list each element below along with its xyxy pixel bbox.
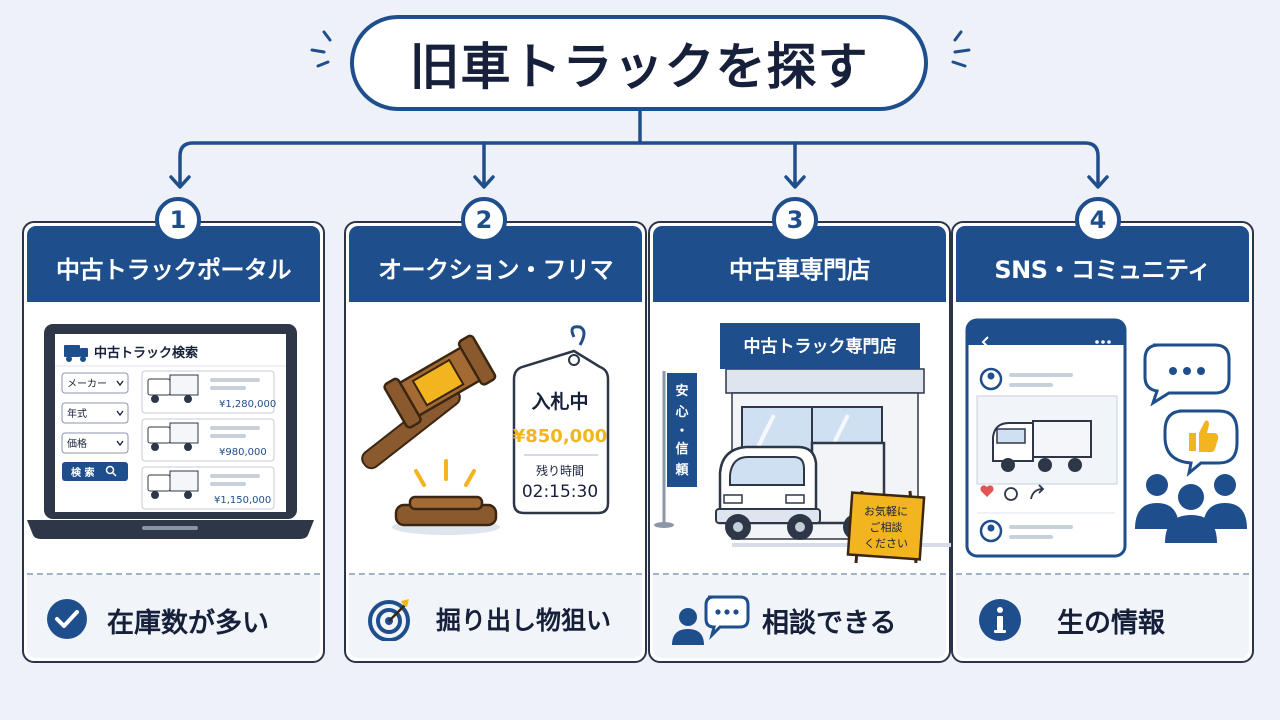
filter-price: 価格 bbox=[61, 432, 129, 454]
dealer-illustration: 中古トラック専門店 安 心 ・ 信 頼 bbox=[654, 323, 952, 564]
card-auction[interactable]: オークション・フリマ bbox=[344, 221, 647, 663]
svg-text:ください: ください bbox=[864, 537, 908, 550]
card-divider bbox=[349, 573, 642, 575]
post-truck-photo bbox=[992, 420, 1092, 472]
standboard: お気軽に ご相談 ください bbox=[846, 490, 926, 564]
portal-window-title: 中古トラック検索 bbox=[94, 345, 198, 361]
svg-text:価格: 価格 bbox=[67, 437, 87, 450]
card-portal[interactable]: 中古トラックポータル 中古トラック検索 メーカー bbox=[22, 221, 325, 663]
community-people-icon bbox=[1135, 474, 1247, 543]
spark-left-icon bbox=[310, 30, 332, 68]
card-header: SNS・コミュニティ bbox=[956, 226, 1249, 302]
avatar bbox=[979, 367, 1003, 391]
card-footer-label: 相談できる bbox=[762, 608, 897, 639]
search-button: 検 索 bbox=[62, 462, 128, 481]
card-divider bbox=[956, 573, 1249, 575]
svg-text:メーカー: メーカー bbox=[67, 378, 107, 390]
time-value: 02:15:30 bbox=[522, 482, 598, 502]
card-header: オークション・フリマ bbox=[349, 226, 642, 302]
banner-flag: 安 心 ・ 信 頼 bbox=[654, 371, 697, 528]
svg-text:お気軽に: お気軽に bbox=[864, 504, 908, 518]
step-badge-2: 2 bbox=[461, 197, 507, 243]
comment-icon bbox=[1004, 487, 1018, 501]
shop-sign-text: 中古トラック専門店 bbox=[744, 336, 897, 357]
sound-block-icon bbox=[392, 495, 500, 535]
card-footer-label: 生の情報 bbox=[1057, 608, 1165, 639]
check-circle-icon bbox=[47, 599, 87, 639]
auction-illustration: 入札中 ¥850,000 残り時間 02:15:30 bbox=[361, 325, 610, 535]
card-footer-label: 掘り出し物狙い bbox=[436, 606, 612, 635]
svg-text:年式: 年式 bbox=[67, 407, 87, 420]
thumbs-up-bubble-icon bbox=[1163, 409, 1239, 477]
tree-connectors bbox=[169, 110, 1109, 189]
info-icon bbox=[979, 599, 1021, 641]
price-tag: 入札中 ¥850,000 残り時間 02:15:30 bbox=[513, 325, 610, 515]
listing-price: ¥1,150,000 bbox=[214, 495, 271, 506]
search-icon bbox=[105, 465, 115, 475]
target-icon bbox=[368, 599, 410, 641]
svg-text:頼: 頼 bbox=[674, 462, 689, 478]
filter-maker: メーカー bbox=[61, 372, 129, 394]
svg-text:ご相談: ご相談 bbox=[870, 520, 903, 534]
card-sns[interactable]: SNS・コミュニティ bbox=[951, 221, 1254, 663]
svg-text:信: 信 bbox=[675, 441, 688, 457]
step-badge-3: 3 bbox=[772, 197, 818, 243]
shop-sign bbox=[720, 323, 920, 369]
listing-price: ¥980,000 bbox=[219, 447, 267, 458]
sns-illustration bbox=[965, 318, 1247, 558]
heart-icon bbox=[980, 485, 994, 497]
gavel-icon bbox=[361, 334, 497, 470]
listing-2: ¥980,000 bbox=[141, 418, 275, 462]
card-dealer[interactable]: 中古車専門店 中古トラック専門店 安 心 ・ 信 頼 bbox=[648, 221, 952, 663]
step-badge-4: 4 bbox=[1075, 197, 1121, 243]
filter-year: 年式 bbox=[61, 402, 129, 424]
svg-text:安: 安 bbox=[675, 383, 688, 399]
step-badge-1: 1 bbox=[155, 197, 201, 243]
portal-illustration: 中古トラック検索 メーカー 年式 価格 検 索 bbox=[27, 324, 314, 539]
tag-status: 入札中 bbox=[531, 390, 588, 413]
page-title: 旧車トラックを探す bbox=[409, 38, 869, 96]
svg-text:心: 心 bbox=[675, 405, 688, 420]
card-divider bbox=[653, 573, 946, 575]
truck-small-icon bbox=[64, 345, 88, 362]
title-pill: 旧車トラックを探す bbox=[350, 15, 928, 111]
consult-icon bbox=[672, 595, 750, 645]
listing-3: ¥1,150,000 bbox=[141, 466, 275, 510]
share-icon bbox=[1030, 484, 1045, 500]
card-footer-label: 在庫数が多い bbox=[107, 608, 269, 639]
svg-text:検 索: 検 索 bbox=[71, 466, 94, 479]
chat-bubble-icon bbox=[1143, 343, 1231, 407]
card-divider bbox=[27, 573, 320, 575]
svg-text:・: ・ bbox=[675, 424, 688, 439]
time-label: 残り時間 bbox=[536, 464, 584, 478]
listing-price: ¥1,280,000 bbox=[219, 399, 276, 410]
back-arrow-icon bbox=[981, 336, 989, 348]
spark-right-icon bbox=[951, 30, 971, 68]
tag-price: ¥850,000 bbox=[513, 426, 608, 447]
listing-1: ¥1,280,000 bbox=[141, 370, 276, 414]
